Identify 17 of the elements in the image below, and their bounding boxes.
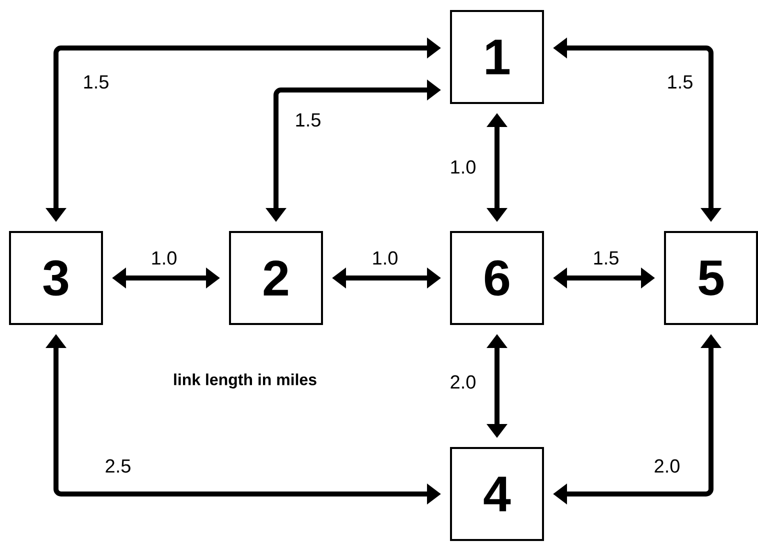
edge-label: 1.0 — [448, 159, 478, 175]
edge-label: 2.0 — [652, 458, 682, 474]
number-box: 6 — [450, 231, 544, 325]
edge-label: 1.0 — [370, 250, 400, 266]
number-box: 4 — [450, 447, 544, 541]
note-text: link length in miles — [174, 374, 316, 388]
number-box: 1 — [450, 10, 544, 104]
edge-label: 2.0 — [448, 374, 478, 390]
edge-label: 1.5 — [82, 74, 110, 90]
edge-label: 1.5 — [294, 112, 322, 128]
number-box: 3 — [9, 231, 103, 325]
edge-label: 2.5 — [104, 458, 132, 474]
edge-label: 1.5 — [666, 74, 694, 90]
edge-label: 1.0 — [150, 250, 178, 266]
number-box: 2 — [229, 231, 323, 325]
number-box: 5 — [664, 231, 758, 325]
edge-label: 1.5 — [592, 250, 620, 266]
